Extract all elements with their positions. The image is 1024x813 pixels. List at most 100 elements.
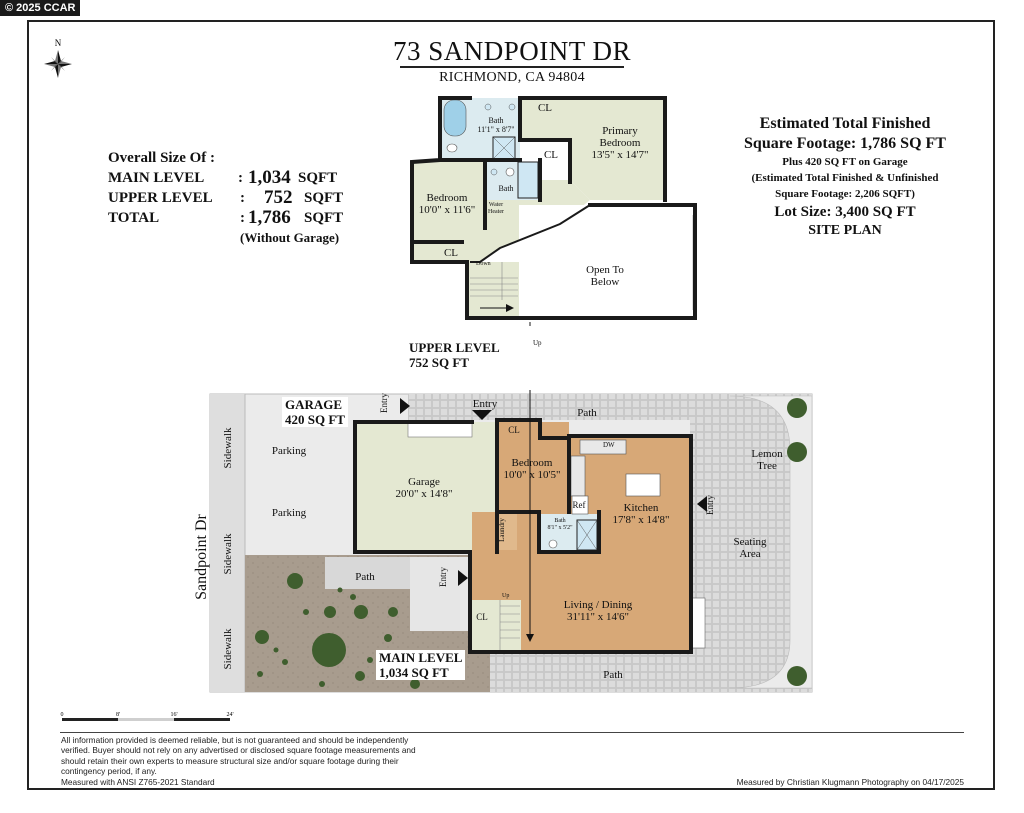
bedroom-name: Bedroom (426, 192, 468, 204)
overall-table: MAIN LEVEL : 1,034 SQFT UPPER LEVEL : 75… (108, 167, 368, 228)
garage-name: Garage (408, 476, 440, 488)
scale-bar: 0 8' 16' 24' (61, 712, 234, 721)
toilet-icon (446, 143, 458, 153)
estimate-line: Square Footage: 1,786 SQ FT (744, 135, 946, 152)
tree-icons (255, 398, 807, 689)
water-text: Water (488, 202, 504, 208)
open-text: Open To (586, 264, 624, 276)
upper-bath2-label: Bath (498, 184, 514, 193)
footer-divider (60, 732, 964, 733)
kitchen-dim: 17'8" x 14'8" (612, 514, 670, 526)
lemon-tree-bed (729, 395, 813, 689)
overall-row-sep: : (238, 170, 243, 186)
sidewalk-label: Sidewalk (222, 427, 234, 469)
fridge (571, 495, 589, 515)
disclaimer-line: verified. Buyer should not rely on any a… (61, 745, 416, 756)
upper-level-plan (410, 96, 697, 326)
overall-row-unit: SQFT (304, 190, 344, 206)
tub-icon (443, 99, 467, 137)
overall-row-label: TOTAL (108, 210, 160, 226)
down-label: Down (476, 261, 491, 267)
overall-row-value: 1,786 (248, 207, 291, 228)
overall-row-label: MAIN LEVEL (108, 170, 205, 186)
overall-note: (Without Garage) (240, 230, 340, 245)
laundry-label: Laundry (497, 518, 506, 542)
garage-caption-name: GARAGE (285, 397, 343, 412)
entry-arrow-icon (472, 410, 492, 420)
up-label: Up (502, 593, 510, 599)
bath1-dim: 11'1" x 8'7" (477, 125, 515, 134)
primary-dim: 13'5" x 14'7" (591, 149, 649, 161)
estimate-line: Lot Size: 3,400 SQ FT (774, 204, 916, 220)
heater-text: Heater (488, 209, 504, 215)
scale-label: 8' (116, 712, 120, 718)
upper-level-area: 752 SQ FT (409, 355, 469, 370)
measured-by: Measured by Christian Klugmann Photograp… (736, 777, 964, 787)
disclaimer-line: contingency period, if any. (61, 766, 157, 777)
garage-dim: 20'0" x 14'8" (395, 488, 453, 500)
entry-label: Entry (472, 398, 498, 410)
bedroom-floor (412, 162, 485, 262)
upper-cl3-label: CL (443, 247, 459, 259)
sidewalk-strip (210, 394, 245, 692)
compass-icon: N (44, 38, 72, 78)
street-label: Sandpoint Dr (193, 514, 210, 600)
disclaimer: All information provided is deemed relia… (61, 735, 461, 787)
estimate-block: Estimated Total Finished Square Footage:… (730, 114, 960, 240)
estimate-line: SITE PLAN (808, 223, 882, 238)
city-line: RICHMOND, CA 94804 (439, 70, 585, 85)
open-below-floor (519, 205, 695, 318)
primary-bedroom-floor (520, 98, 665, 200)
scale-label: 16' (170, 712, 177, 718)
living-name: Living / Dining (563, 599, 633, 611)
path-label: Path (577, 407, 597, 419)
overall-row-main: MAIN LEVEL : 1,034 SQFT (108, 167, 368, 188)
primary-name2: Bedroom (599, 137, 641, 149)
compass-label: N (55, 38, 62, 48)
scale-label: 24' (226, 712, 233, 718)
garage-caption-area: 420 SQ FT (285, 412, 345, 427)
upper-level-caption: UPPER LEVEL 752 SQ FT (409, 340, 500, 370)
primary-name: Primary (602, 125, 638, 137)
bath-name: Bath (554, 518, 566, 524)
overall-row-value: 1,034 (248, 167, 291, 188)
garage-floor (355, 422, 495, 552)
up-marker: Up (533, 339, 542, 347)
range-counter (570, 455, 586, 497)
overall-row-value: 752 (264, 187, 293, 208)
dw-label: DW (603, 441, 615, 449)
overall-row-label: UPPER LEVEL (108, 190, 213, 206)
path-left (325, 557, 413, 589)
disclaimer-line: should retain their own experts to measu… (61, 755, 399, 766)
title-underline (400, 66, 624, 68)
living-dim: 31'11" x 14'6" (566, 611, 630, 623)
entry-label: Entry (379, 393, 389, 413)
main-level-area: 1,034 SQ FT (379, 665, 449, 680)
bath-dim: 8'1" x 5'2" (547, 525, 573, 531)
path-label: Path (603, 669, 623, 681)
entry-label: Entry (705, 495, 715, 515)
overall-row-unit: SQFT (298, 170, 338, 186)
ref-label: Ref (572, 500, 586, 510)
tree-text: Tree (757, 460, 777, 472)
below-text: Below (590, 276, 620, 288)
bath1-name: Bath (488, 116, 504, 125)
entry-arrow-icon (458, 570, 468, 586)
scale-label: 0 (61, 712, 64, 718)
address-title: 73 SANDPOINT DR (392, 36, 632, 66)
copyright-badge: © 2025 CCAR (0, 0, 81, 16)
overall-heading: Overall Size Of : (108, 150, 216, 166)
shower2-icon (517, 161, 539, 199)
site-plan (209, 390, 813, 693)
